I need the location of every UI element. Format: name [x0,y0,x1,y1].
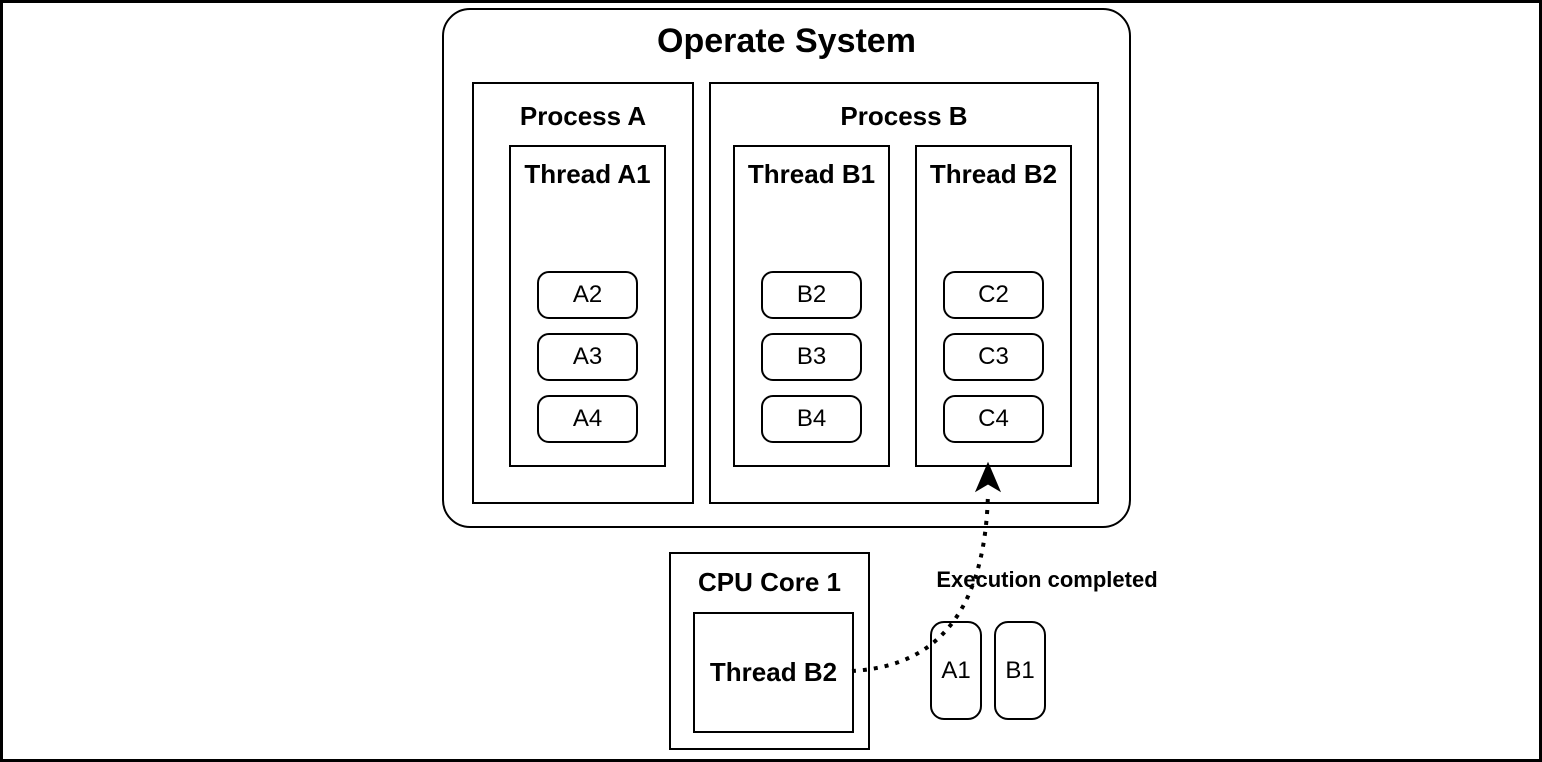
operating-system-box: Operate System Process A Thread A1 A2 A3… [442,8,1131,528]
process-b-title: Process B [840,101,968,131]
thread-b1-box: Thread B1 B2 B3 B4 [733,145,890,467]
process-b-box: Process B Thread B1 B2 B3 B4 Thread B2 C… [709,82,1099,504]
task-c3: C3 [943,333,1044,381]
queue-item-a1: A1 [930,621,982,720]
thread-b1-title: Thread B1 [747,159,876,189]
task-a3: A3 [537,333,638,381]
process-a-box: Process A Thread A1 A2 A3 A4 [472,82,694,504]
process-a-title: Process A [519,101,647,131]
thread-b2-title: Thread B2 [929,159,1058,189]
task-b4: B4 [761,395,862,443]
task-c2: C2 [943,271,1044,319]
task-a4: A4 [537,395,638,443]
task-b2: B2 [761,271,862,319]
thread-a1-task-list: A2 A3 A4 [511,271,664,443]
thread-a1-box: Thread A1 A2 A3 A4 [509,145,666,467]
queue-item-b1: B1 [994,621,1046,720]
thread-b2-box: Thread B2 C2 C3 C4 [915,145,1072,467]
task-b3: B3 [761,333,862,381]
cpu-core-box: CPU Core 1 Thread B2 [669,552,870,750]
cpu-core-title: CPU Core 1 [697,567,842,597]
task-a2: A2 [537,271,638,319]
thread-b2-task-list: C2 C3 C4 [917,271,1070,443]
thread-b1-task-list: B2 B3 B4 [735,271,888,443]
thread-a1-title: Thread A1 [524,159,651,189]
task-c4: C4 [943,395,1044,443]
execution-completed-label: Execution completed [936,567,1158,592]
operating-system-title: Operate System [657,22,916,60]
cpu-running-thread-box: Thread B2 [693,612,854,733]
